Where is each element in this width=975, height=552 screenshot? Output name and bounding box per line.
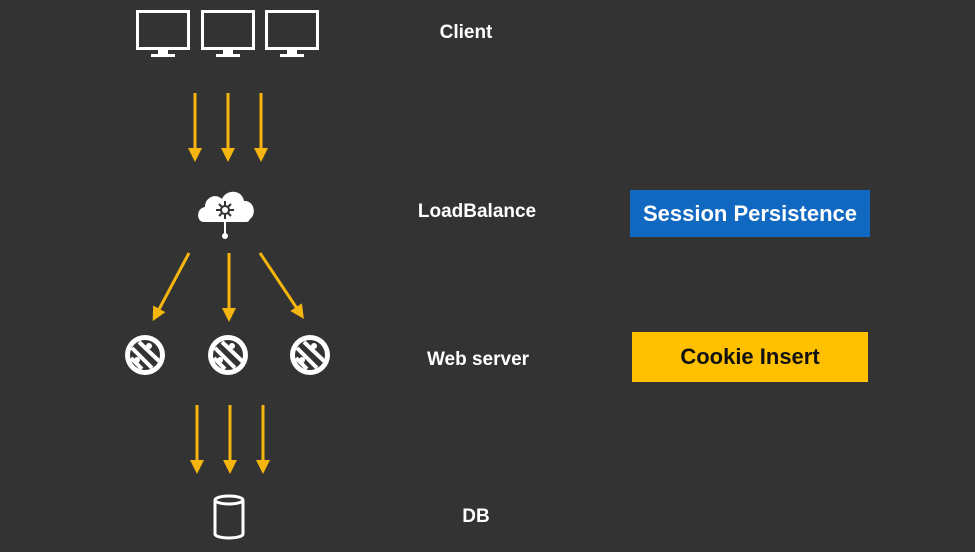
- label-loadbalance: LoadBalance: [417, 201, 537, 222]
- client-monitors: [136, 10, 319, 57]
- label-db: DB: [462, 506, 490, 527]
- web-servers: [125, 335, 330, 375]
- monitor-icon: [136, 10, 190, 57]
- globe-server-icon: [290, 335, 330, 375]
- arrow: [258, 252, 304, 319]
- globe-server-icon: [125, 335, 165, 375]
- monitor-icon: [201, 10, 255, 57]
- label-client: Client: [439, 22, 493, 43]
- monitor-icon: [265, 10, 319, 57]
- arrows-client-to-lb: [188, 93, 268, 162]
- cloud-hub-icon: [198, 191, 254, 239]
- label-webserver: Web server: [426, 349, 530, 370]
- session-persistence-label: Session Persistence: [642, 200, 857, 226]
- database-cylinder-icon: [213, 494, 245, 540]
- arrows-lb-to-web: [152, 252, 304, 322]
- session-persistence-badge: Session Persistence: [630, 190, 870, 237]
- cookie-insert-badge: Cookie Insert: [632, 332, 868, 382]
- arrow: [152, 252, 191, 322]
- cookie-insert-label: Cookie Insert: [680, 344, 820, 369]
- arrows-web-to-db: [190, 405, 270, 474]
- globe-server-icon: [208, 335, 248, 375]
